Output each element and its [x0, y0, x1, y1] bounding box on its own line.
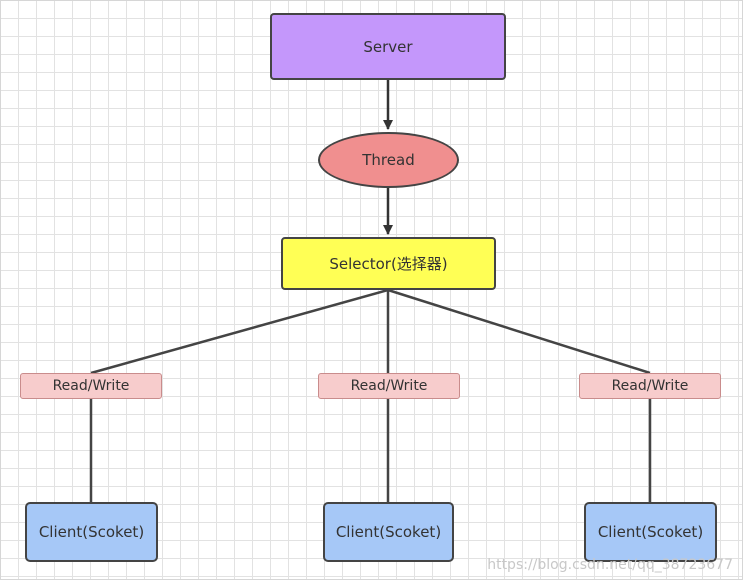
selector-node: Selector(选择器): [281, 237, 496, 290]
selector-label: Selector(选择器): [329, 255, 448, 273]
read-write-node-2: Read/Write: [318, 373, 460, 399]
client-node-2: Client(Scoket): [323, 502, 454, 562]
thread-node: Thread: [318, 132, 459, 188]
read-write-label: Read/Write: [350, 378, 428, 394]
read-write-label: Read/Write: [52, 378, 130, 394]
client-node-1: Client(Scoket): [25, 502, 158, 562]
line-selector-rw3: [387, 288, 651, 375]
client-label: Client(Scoket): [335, 523, 442, 541]
server-node: Server: [270, 13, 506, 80]
client-label: Client(Scoket): [597, 523, 704, 541]
read-write-node-3: Read/Write: [579, 373, 721, 399]
line-selector-rw1: [90, 288, 389, 375]
watermark-text: https://blog.csdn.net/qq_38723677: [487, 557, 733, 573]
server-label: Server: [363, 37, 413, 56]
thread-label: Thread: [362, 151, 415, 169]
read-write-node-1: Read/Write: [20, 373, 162, 399]
client-label: Client(Scoket): [38, 523, 145, 541]
read-write-label: Read/Write: [611, 378, 689, 394]
client-node-3: Client(Scoket): [584, 502, 717, 562]
